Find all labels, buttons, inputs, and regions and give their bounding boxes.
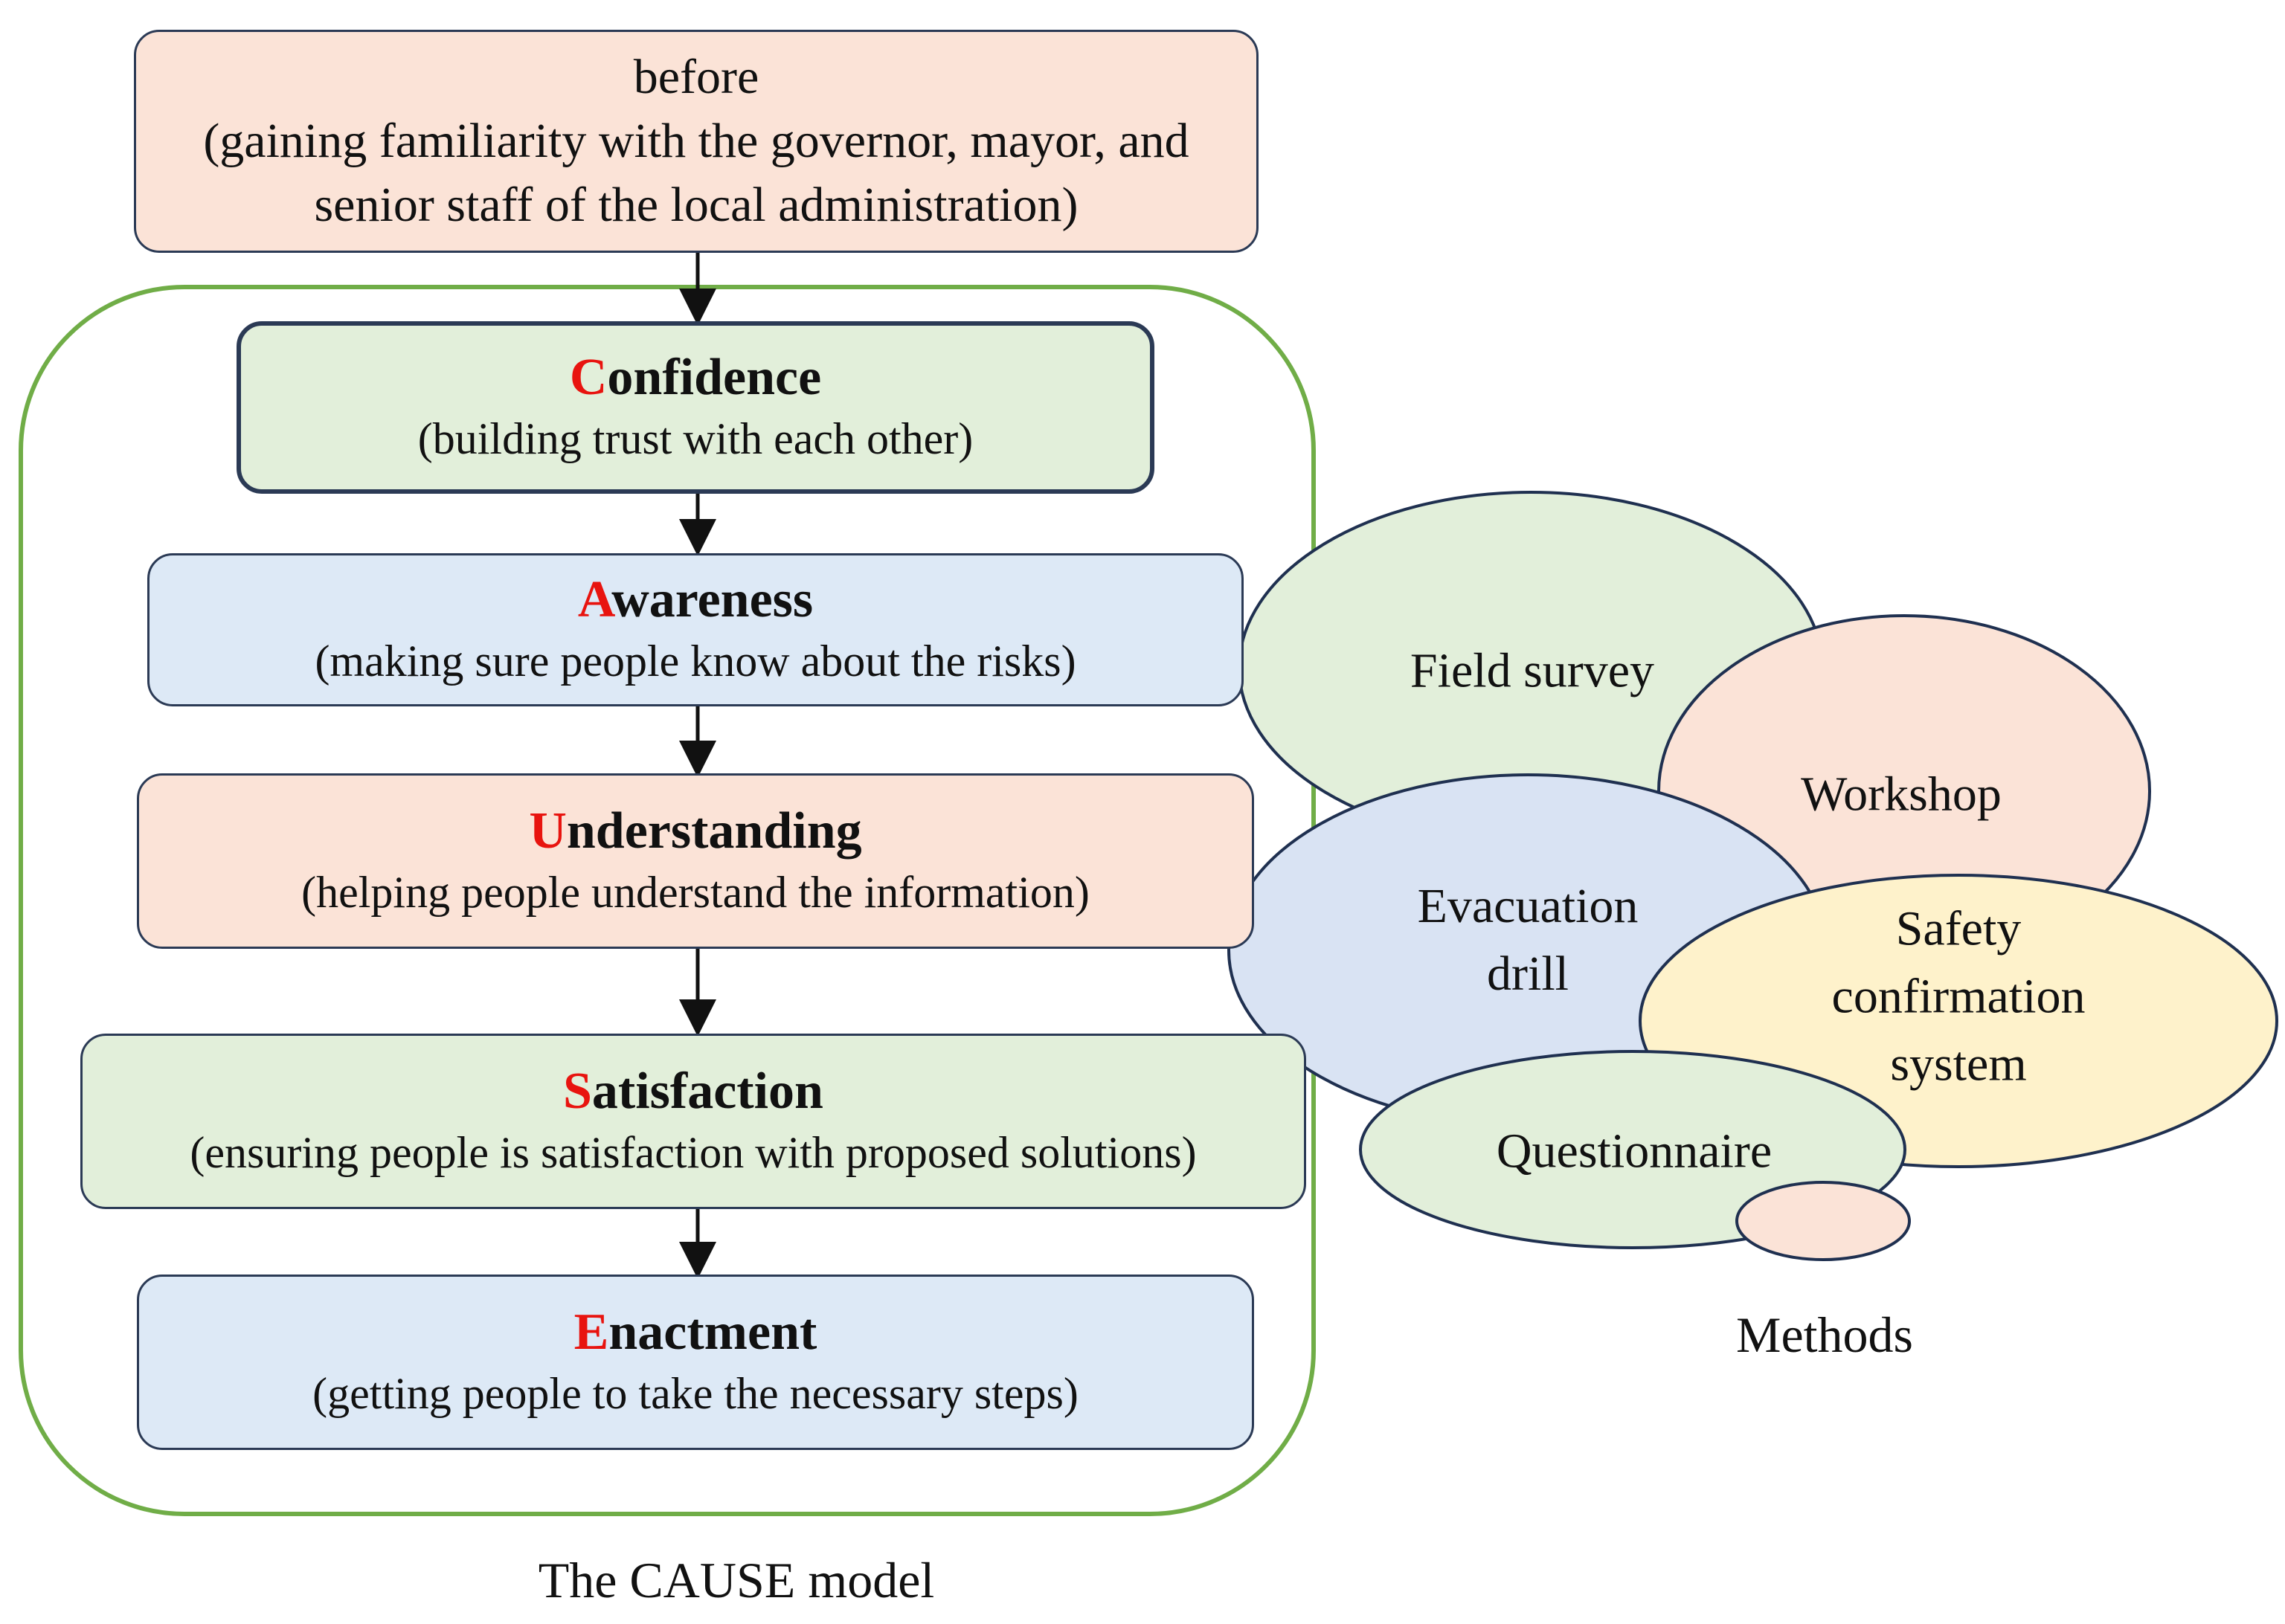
- methods-ellipses: [1227, 491, 2278, 1261]
- step-understanding: Understanding (helping people understand…: [137, 773, 1254, 949]
- methods-caption: Methods: [1736, 1306, 1913, 1363]
- step-initial: A: [577, 570, 612, 628]
- step-title: Confidence: [570, 347, 821, 409]
- step-title: Understanding: [529, 800, 861, 863]
- step-description: (getting people to take the necessary st…: [312, 1368, 1079, 1418]
- cause-model-caption: The CAUSE model: [538, 1552, 935, 1608]
- method-field-survey-label: Field survey: [1410, 643, 1655, 698]
- method-label-line: drill: [1487, 947, 1569, 1001]
- step-title-rest: onfidence: [607, 348, 822, 406]
- step-title-rest: nactment: [608, 1303, 817, 1361]
- step-title-rest: nderstanding: [566, 802, 862, 860]
- step-description: (helping people understand the informati…: [301, 867, 1090, 917]
- method-questionnaire-label: Questionnaire: [1496, 1124, 1773, 1179]
- step-initial: S: [562, 1062, 592, 1120]
- method-workshop-label: Workshop: [1801, 767, 2002, 822]
- step-description: (making sure people know about the risks…: [315, 636, 1076, 686]
- step-awareness: Awareness (making sure people know about…: [147, 553, 1244, 706]
- step-description: (building trust with each other): [417, 413, 974, 463]
- step-description: (ensuring people is satisfaction with pr…: [190, 1127, 1197, 1177]
- step-initial: C: [569, 348, 608, 406]
- step-enactment: Enactment (getting people to take the ne…: [137, 1275, 1254, 1450]
- step-title: Satisfaction: [563, 1060, 823, 1123]
- before-title: before: [633, 50, 759, 105]
- method-label-line: Safety: [1895, 901, 2022, 956]
- ellipse-small-accent: [1735, 1181, 1911, 1261]
- step-initial: U: [529, 802, 567, 860]
- step-title: Enactment: [574, 1301, 817, 1364]
- before-line-1: (gaining familiarity with the governor, …: [203, 114, 1189, 169]
- method-safety-confirmation-label: Safety confirmation system: [1832, 895, 2086, 1098]
- step-title-rest: wareness: [611, 570, 814, 628]
- method-label-line: confirmation: [1831, 969, 2086, 1024]
- step-confidence: Confidence (building trust with each oth…: [237, 321, 1154, 494]
- method-label-line: Evacuation: [1417, 878, 1639, 933]
- method-evacuation-drill-label: Evacuation drill: [1418, 872, 1639, 1008]
- before-box: before (gaining familiarity with the gov…: [134, 30, 1259, 253]
- step-satisfaction: Satisfaction (ensuring people is satisfa…: [80, 1034, 1306, 1209]
- step-initial: E: [573, 1303, 609, 1361]
- step-title-rest: atisfaction: [591, 1062, 823, 1120]
- method-label-line: system: [1890, 1037, 2027, 1092]
- step-title: Awareness: [578, 569, 813, 631]
- before-line-2: senior staff of the local administration…: [314, 177, 1079, 232]
